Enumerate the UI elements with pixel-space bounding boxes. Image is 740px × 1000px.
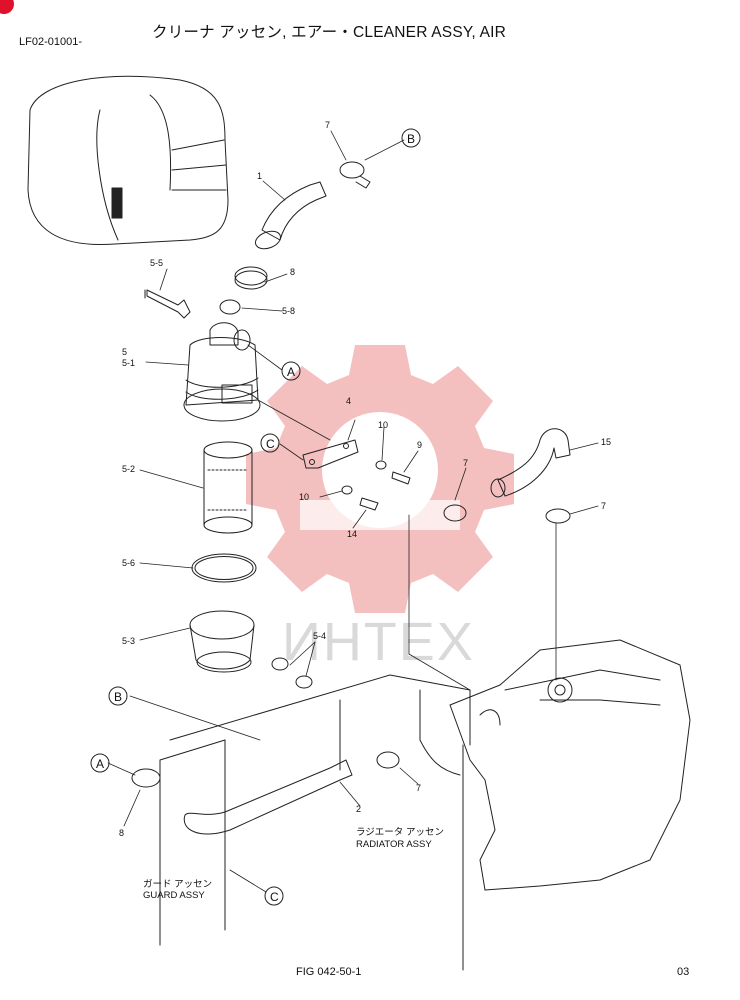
valve-5-4	[271, 657, 313, 689]
callout-8-mid: 8	[290, 267, 295, 277]
page-title: クリーナ アッセン, エアー・CLEANER ASSY, AIR	[152, 24, 507, 41]
callout-10-b: 10	[299, 492, 309, 502]
clamp-7-top	[339, 161, 371, 189]
bracket-4	[302, 439, 359, 469]
filter-element	[203, 441, 253, 534]
clamp-7-lower	[376, 751, 400, 769]
bolt-9	[391, 471, 411, 485]
hose-2	[183, 759, 353, 835]
guard-label-jp: ガード アッセン	[143, 879, 212, 890]
corner-marker	[0, 0, 14, 14]
document-id: LF02-01001-	[19, 36, 82, 48]
o-ring	[191, 553, 257, 583]
ref-b-upper: B	[401, 128, 421, 148]
callout-5-1: 5-1	[122, 358, 135, 368]
assembly-labels: ラジエータ アッセン RADIATOR ASSY ガード アッセン GUARD …	[143, 827, 444, 901]
callout-14: 14	[347, 529, 357, 539]
engine-cover-drawing	[27, 75, 229, 246]
ref-c-upper: C	[260, 433, 280, 453]
callout-10-a: 10	[378, 420, 388, 430]
callout-2: 2	[356, 804, 361, 814]
ref-a-upper: A	[281, 361, 301, 381]
callout-7-top: 7	[325, 120, 330, 130]
engine-block	[449, 639, 691, 891]
callout-7-right: 7	[601, 501, 606, 511]
callout-5-2: 5-2	[122, 464, 135, 474]
radiator-label-jp: ラジエータ アッセン	[356, 827, 444, 838]
svg-text:B: B	[114, 690, 122, 704]
callout-7-lower: 7	[416, 783, 421, 793]
sensor-5-5	[144, 289, 191, 319]
air-cleaner-body	[183, 322, 261, 422]
clamp-8	[234, 266, 268, 290]
callout-numbers: 1 2 4 5 5-1 5-2 5-3 5-4 5-5 5-6 5-8 7 7 …	[119, 120, 611, 838]
watermark-text: ИНТЕХ	[282, 612, 475, 672]
leader-lines	[107, 130, 599, 893]
fitting-5-8	[219, 299, 241, 315]
radiator-guard-frame	[159, 674, 471, 971]
callout-4: 4	[346, 396, 351, 406]
callout-8-left: 8	[119, 828, 124, 838]
reference-markers: A A B B C C	[90, 128, 421, 906]
radiator-label-en: RADIATOR ASSY	[356, 839, 432, 850]
svg-text:B: B	[407, 132, 415, 146]
figure-number: FIG 042-50-1	[296, 966, 362, 978]
callout-15: 15	[601, 437, 611, 447]
callout-9: 9	[417, 440, 422, 450]
ref-c-lower: C	[264, 886, 284, 906]
bolt-14	[359, 497, 379, 511]
ref-b-lower: B	[108, 686, 128, 706]
callout-5-8: 5-8	[282, 306, 295, 316]
callout-1: 1	[257, 171, 262, 181]
washer-10-a	[375, 460, 387, 470]
callout-5: 5	[122, 347, 127, 357]
page-number: 03	[677, 966, 690, 978]
svg-text:C: C	[270, 890, 279, 904]
callout-7-mid: 7	[463, 458, 468, 468]
ref-a-lower: A	[90, 753, 110, 773]
guard-label-en: GUARD ASSY	[143, 890, 205, 901]
callout-5-5: 5-5	[150, 258, 163, 268]
svg-text:A: A	[287, 365, 295, 379]
bottom-cap	[189, 610, 255, 673]
clamp-8-left	[131, 768, 161, 788]
svg-text:A: A	[96, 757, 104, 771]
washer-10-b	[341, 485, 353, 495]
clamp-7-mid	[443, 504, 467, 522]
hose-1	[254, 181, 327, 250]
watermark-gear-logo	[246, 345, 514, 613]
svg-text:C: C	[266, 437, 275, 451]
hose-15	[490, 428, 571, 498]
callout-5-4: 5-4	[313, 631, 326, 641]
callout-5-6: 5-6	[122, 558, 135, 568]
clamp-7-right	[545, 508, 571, 524]
callout-5-3: 5-3	[122, 636, 135, 646]
